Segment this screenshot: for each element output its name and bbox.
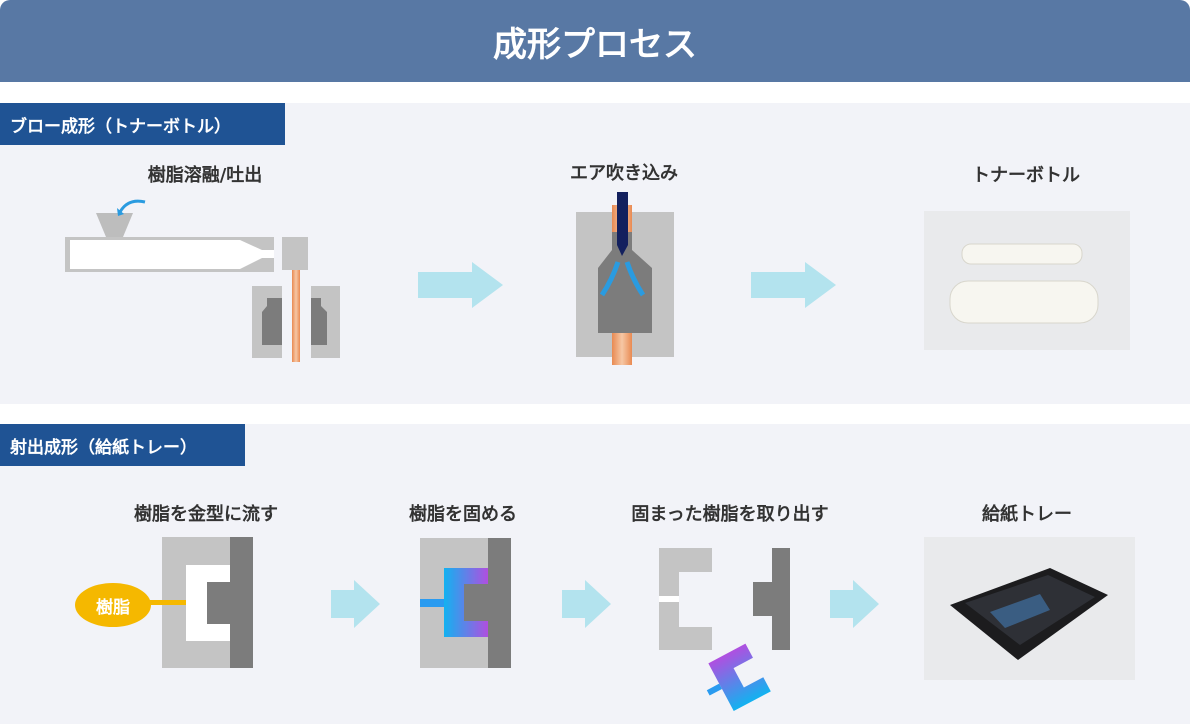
toner-bottle-photo [924, 211, 1130, 350]
step-remove: 固まった樹脂を取り出す [631, 504, 829, 525]
injection-molding-label: 射出成形（給紙トレー） [0, 424, 245, 466]
step-solidify: 樹脂を固める [409, 504, 517, 525]
paper-tray-photo [924, 537, 1135, 680]
mold-remove-icon [659, 548, 790, 712]
page-title: 成形プロセス [0, 0, 1190, 82]
mold-pour-icon [150, 537, 253, 668]
step-melt-extrude: 樹脂溶融/吐出 [147, 165, 263, 186]
blow-mold-icon [576, 192, 674, 365]
blow-molding-label: ブロー成形（トナーボトル） [0, 103, 285, 145]
step-air-blow: エア吹き込み [570, 163, 678, 184]
step-paper-tray: 給紙トレー [982, 504, 1072, 525]
extruder-icon [65, 199, 340, 362]
arrow-right-icon [331, 580, 380, 628]
step-toner-bottle: トナーボトル [972, 165, 1080, 186]
mold-solidify-icon [420, 538, 511, 668]
step-pour-resin: 樹脂を金型に流す [134, 504, 278, 525]
arrow-right-icon [830, 580, 879, 628]
arrow-right-icon [562, 580, 611, 628]
resin-bubble: 樹脂 [75, 583, 151, 627]
arrow-right-icon [418, 262, 503, 308]
arrow-right-icon [751, 262, 836, 308]
